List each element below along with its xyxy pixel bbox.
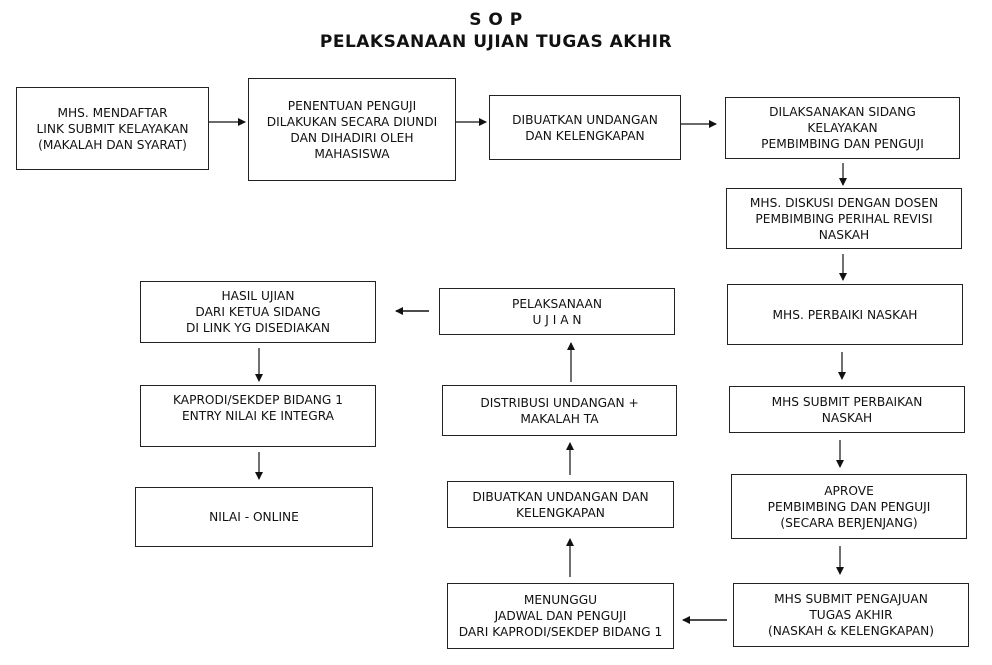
step-submit-pengajuan: MHS SUBMIT PENGAJUAN TUGAS AKHIR (NASKAH… [733, 583, 969, 647]
step-aprove: APROVE PEMBIMBING DAN PENGUJI (SECARA BE… [731, 474, 967, 539]
step-sidang-kelayakan: DILAKSANAKAN SIDANG KELAYAKAN PEMBIMBING… [725, 97, 960, 159]
step-dibuatkan-undangan-2: DIBUATKAN UNDANGAN DAN KELENGKAPAN [447, 481, 674, 528]
sop-subtitle: PELAKSANAAN UJIAN TUGAS AKHIR [319, 32, 673, 52]
step-nilai-online: NILAI - ONLINE [135, 487, 373, 547]
step-diskusi-dosen: MHS. DISKUSI DENGAN DOSEN PEMBIMBING PER… [726, 188, 962, 249]
step-penentuan-penguji: PENENTUAN PENGUJI DILAKUKAN SECARA DIUND… [248, 78, 456, 181]
step-perbaiki-naskah: MHS. PERBAIKI NASKAH [727, 284, 963, 345]
step-pelaksanaan-ujian: PELAKSANAAN U J I A N [439, 288, 675, 335]
sop-title: S O P [469, 10, 523, 30]
step-dibuatkan-undangan-1: DIBUATKAN UNDANGAN DAN KELENGKAPAN [489, 95, 681, 160]
step-mhs-mendaftar: MHS. MENDAFTAR LINK SUBMIT KELAYAKAN (MA… [16, 87, 209, 170]
step-entry-nilai: KAPRODI/SEKDEP BIDANG 1 ENTRY NILAI KE I… [140, 385, 376, 447]
step-submit-perbaikan: MHS SUBMIT PERBAIKAN NASKAH [729, 386, 965, 433]
step-hasil-ujian: HASIL UJIAN DARI KETUA SIDANG DI LINK YG… [140, 281, 376, 343]
step-menunggu-jadwal: MENUNGGU JADWAL DAN PENGUJI DARI KAPRODI… [447, 583, 674, 649]
step-distribusi-undangan: DISTRIBUSI UNDANGAN + MAKALAH TA [442, 385, 677, 436]
